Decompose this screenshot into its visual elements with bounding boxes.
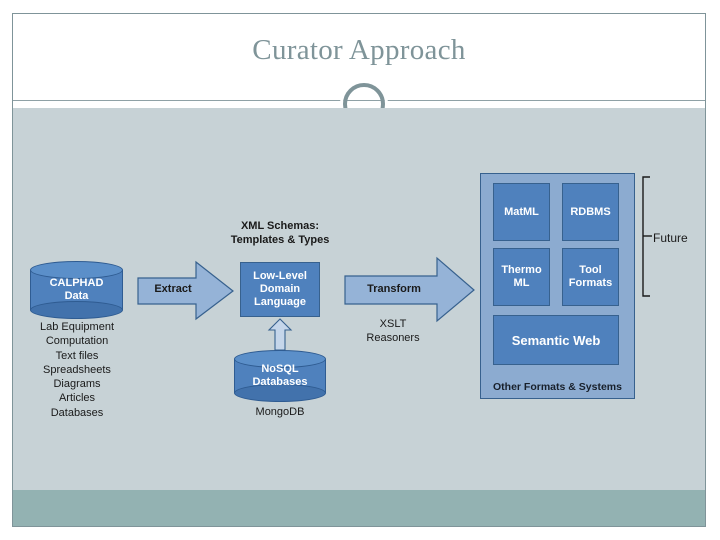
list-item: Lab Equipment (40, 321, 114, 333)
transform-sublabel: XSLT Reasoners (350, 317, 436, 345)
nosql-databases-cylinder: NoSQL Databases (234, 350, 326, 402)
mongodb-caption: MongoDB (255, 406, 305, 418)
xml-schemas-line1: XML Schemas: (240, 220, 320, 232)
outputs-panel-caption: Other Formats & Systems (493, 381, 622, 393)
transform-arrow-shape (344, 256, 475, 323)
calphad-label-line2: Data (64, 290, 89, 302)
low-level-domain-language-box: Low-Level Domain Language (240, 262, 320, 317)
future-bracket-icon (642, 176, 652, 297)
lldl-line2: Domain (259, 283, 301, 295)
tool-formats-line2: Formats (568, 277, 613, 289)
thermoml-line2: ML (513, 277, 530, 289)
transform-arrow-label: Transform (367, 283, 421, 295)
source-list: Lab Equipment Computation Text files Spr… (15, 320, 139, 420)
xml-schemas-caption: XML Schemas: Templates & Types (212, 219, 348, 247)
matml-label: MatML (504, 205, 539, 218)
thermoml-line1: Thermo (501, 264, 542, 276)
transform-sub-line2: Reasoners (366, 332, 420, 344)
cylinder-top (234, 350, 326, 368)
extract-arrow (137, 260, 234, 321)
semantic-web-label: Semantic Web (511, 332, 601, 348)
slide-footer (13, 490, 705, 526)
future-bracket-label: Future (653, 231, 688, 245)
lldl-line1: Low-Level (253, 270, 307, 282)
nosql-label-line1: NoSQL (261, 363, 299, 375)
nosql-to-dsl-up-arrow (267, 318, 293, 351)
transform-sub-line1: XSLT (379, 318, 407, 330)
cylinder-label: NoSQL Databases (234, 363, 326, 389)
list-item: Spreadsheets (43, 363, 111, 376)
list-item: Articles (58, 392, 96, 405)
list-item: Text files (55, 349, 99, 362)
extract-arrow-label: Extract (154, 283, 192, 295)
output-box-matml: MatML (493, 183, 550, 241)
list-item: Diagrams (53, 378, 101, 391)
calphad-data-cylinder: CALPHAD Data (30, 261, 123, 319)
output-box-thermoml: Thermo ML (493, 248, 550, 306)
output-box-tool-formats: Tool Formats (562, 248, 619, 306)
list-item: Databases (50, 406, 104, 419)
output-box-rdbms: RDBMS (562, 183, 619, 241)
cylinder-bottom (234, 384, 326, 402)
cylinder-label: CALPHAD Data (30, 277, 123, 303)
nosql-label-line2: Databases (252, 376, 308, 388)
cylinder-bottom (30, 301, 123, 319)
lldl-line3: Language (254, 296, 306, 308)
up-arrow-shape (267, 318, 293, 351)
extract-arrow-shape (137, 260, 234, 321)
list-item: Computation (45, 335, 109, 348)
output-box-semantic-web: Semantic Web (493, 315, 619, 365)
tool-formats-line1: Tool (579, 264, 602, 276)
page-title: Curator Approach (252, 34, 466, 66)
xml-schemas-line2: Templates & Types (230, 234, 330, 246)
calphad-label-line1: CALPHAD (49, 277, 104, 289)
cylinder-top (30, 261, 123, 279)
rdbms-label: RDBMS (570, 205, 611, 218)
transform-arrow (344, 256, 475, 323)
